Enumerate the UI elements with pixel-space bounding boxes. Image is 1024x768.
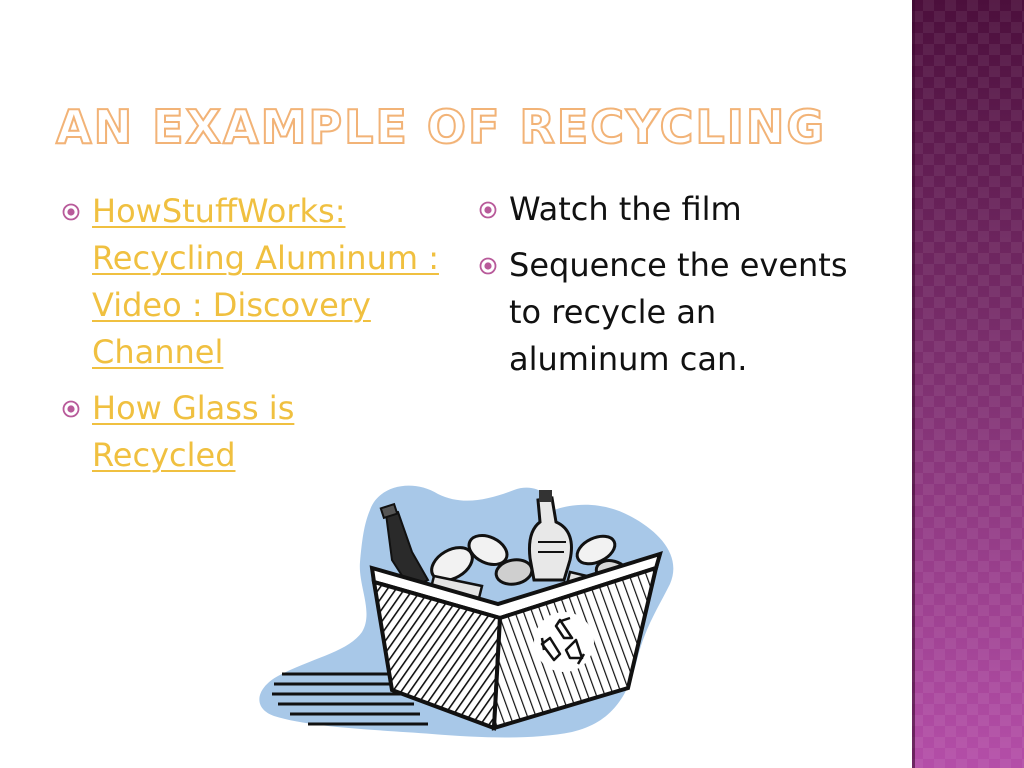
recycle-icon [534,612,594,672]
circle-dot-icon [479,257,497,275]
right-bullet-list: Watch the film Sequence the events to re… [479,186,859,392]
clipart-shadow-stripes [272,672,428,726]
sequence-events-text: Sequence the events to recycle an alumin… [509,246,848,378]
circle-dot-icon [62,203,80,221]
bullet-item-glass-recycled: How Glass is Recycled [62,385,442,479]
bullet-item-aluminum-video: HowStuffWorks: Recycling Aluminum : Vide… [62,188,442,376]
bullet-item-sequence-events: Sequence the events to recycle an alumin… [479,242,859,383]
bullet-item-watch-film: Watch the film [479,186,859,233]
slide-title: An Example of Recycling [55,100,827,154]
left-bullet-list: HowStuffWorks: Recycling Aluminum : Vide… [62,188,442,488]
decorative-side-band [912,0,1024,768]
aluminum-video-link[interactable]: HowStuffWorks: Recycling Aluminum : Vide… [92,192,439,371]
recycling-bin-clipart [259,485,674,738]
circle-dot-icon [62,400,80,418]
glass-recycled-link[interactable]: How Glass is Recycled [92,389,295,474]
circle-dot-icon [479,201,497,219]
watch-film-text: Watch the film [509,190,742,228]
side-band-edge [912,0,915,768]
